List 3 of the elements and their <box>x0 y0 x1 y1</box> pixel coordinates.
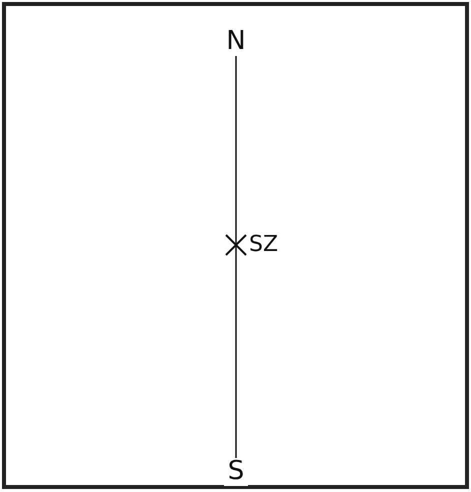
line <box>235 56 237 458</box>
compass-letter: S <box>224 458 248 486</box>
point-label: SZ <box>249 234 278 256</box>
